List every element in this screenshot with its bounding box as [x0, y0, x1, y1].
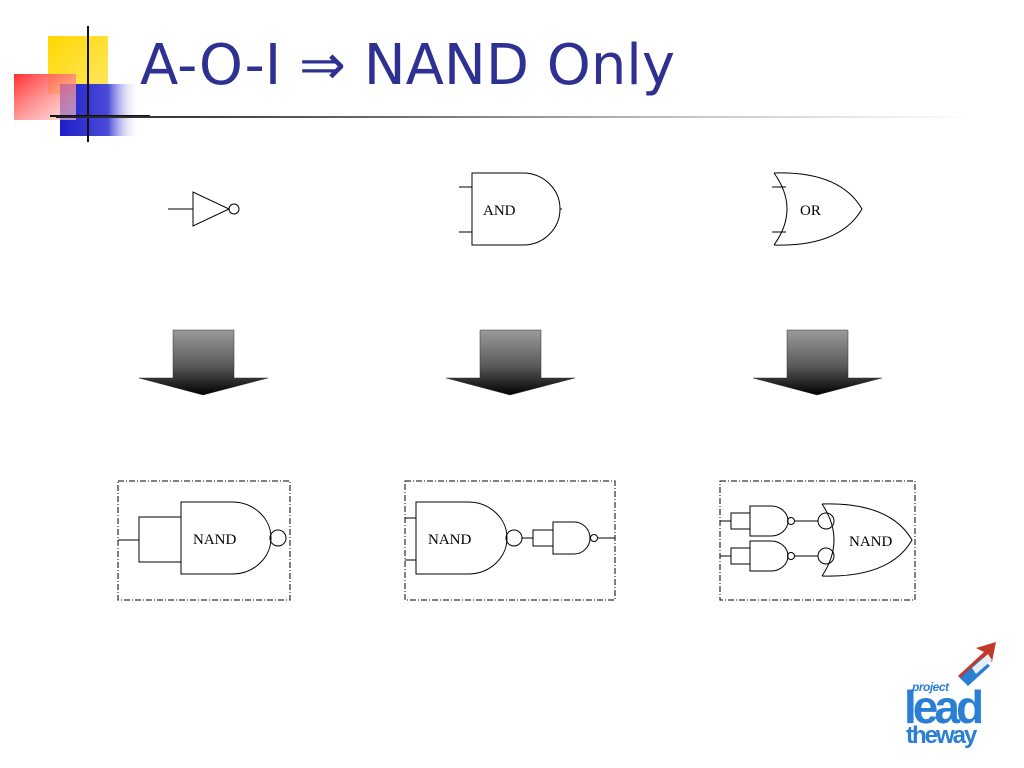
- nand-and-box: [404, 480, 616, 601]
- arrow-down-1: [138, 329, 269, 396]
- nand-inverter-label: NAND: [193, 532, 236, 548]
- or-gate: [772, 172, 863, 246]
- slide-title: A-O-I ⇒ NAND Only: [140, 33, 676, 98]
- arrow-down-3: [752, 329, 883, 396]
- nand-and-label: NAND: [428, 532, 471, 548]
- nand-and-circuit: [405, 501, 615, 575]
- title-rule: [56, 116, 976, 118]
- and-gate: [459, 172, 562, 246]
- inverter-gate: [168, 191, 240, 227]
- logo-arrow-icon: [958, 642, 996, 686]
- and-gate-label: AND: [483, 203, 516, 219]
- arrow-down-2: [445, 329, 576, 396]
- nand-or-box: [719, 480, 916, 601]
- nand-inverter-circuit: [118, 501, 287, 575]
- or-gate-label: OR: [800, 203, 821, 219]
- project-lead-the-way-logo: project lead theway: [888, 630, 1024, 768]
- nand-or-label: NAND: [849, 534, 892, 550]
- logo-project-text: project: [912, 680, 949, 694]
- logo-theway-text: theway: [906, 722, 977, 749]
- deco-red-square: [14, 74, 76, 120]
- logo-lead-text: lead: [904, 681, 984, 733]
- nand-or-circuit: [720, 503, 913, 577]
